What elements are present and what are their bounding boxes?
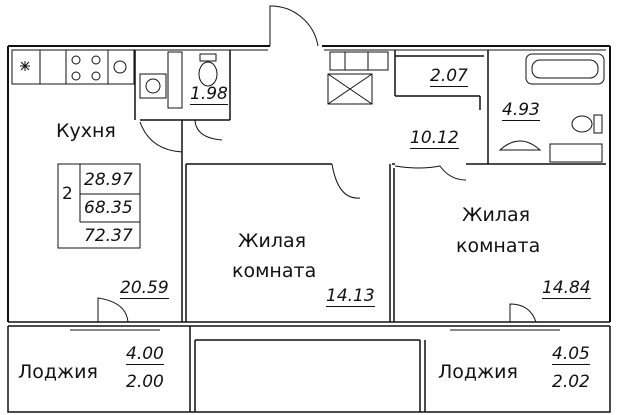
toilet-small — [198, 61, 218, 87]
vent-icon — [20, 61, 30, 71]
living1-label-line2: комната — [232, 260, 317, 282]
kitchen-counter — [11, 49, 135, 85]
sink-small — [167, 51, 183, 109]
bath-right-walls — [394, 50, 489, 164]
bath-small-wall — [134, 50, 231, 160]
summary-total-with-loggia: 72.37 — [84, 226, 133, 246]
kitchen-door — [139, 121, 183, 153]
bath-door — [194, 119, 223, 141]
shaft-cross — [327, 73, 373, 105]
bath-large-area: 4.93 — [502, 100, 540, 121]
outer-wall — [7, 45, 611, 322]
sink-large — [498, 140, 542, 151]
hall-area: 10.12 — [410, 128, 459, 149]
kitchen-wall — [181, 160, 187, 322]
living2-door — [394, 165, 467, 181]
facade-wall — [8, 321, 610, 327]
summary-living-area: 28.97 — [84, 170, 133, 190]
living2-area: 14.84 — [542, 278, 591, 299]
living1-area: 14.13 — [326, 286, 375, 307]
living1-wall — [186, 163, 395, 322]
loggia-partition — [189, 326, 426, 412]
summary-box — [57, 163, 141, 249]
summary-total-area: 68.35 — [84, 198, 133, 218]
loggia2-area-bottom: 2.02 — [552, 372, 590, 392]
loggia2-label: Лоджия — [438, 361, 518, 383]
counter-dividers — [39, 50, 109, 84]
kitchen-area: 20.59 — [120, 278, 169, 299]
kitchen-label: Кухня — [56, 120, 116, 142]
loggia1-label: Лоджия — [18, 361, 98, 383]
living1-label-line1: Жилая — [238, 230, 307, 252]
toilet-large — [571, 115, 593, 133]
mid-counter — [329, 51, 389, 71]
bath-mid-area: 2.07 — [430, 66, 468, 87]
loggia1-area-bottom: 2.00 — [126, 372, 164, 392]
loggia2-area-top: 4.05 — [552, 344, 590, 365]
bath-small-area: 1.98 — [190, 84, 228, 105]
summary-rooms-count: 2 — [62, 184, 73, 204]
loggia-outer — [7, 326, 611, 413]
living1-door — [331, 163, 361, 199]
loggia2-door — [509, 303, 537, 323]
shaft — [327, 73, 373, 105]
bathtub — [525, 53, 605, 85]
loggia1-door — [97, 297, 129, 323]
living2-label-line1: Жилая — [462, 204, 531, 226]
loggia1-area-top: 4.00 — [126, 344, 164, 365]
living2-label-line2: комната — [456, 235, 541, 257]
entrance-door — [269, 5, 319, 47]
counter-large — [549, 143, 603, 163]
washer — [139, 73, 167, 99]
window-mark — [70, 325, 560, 331]
